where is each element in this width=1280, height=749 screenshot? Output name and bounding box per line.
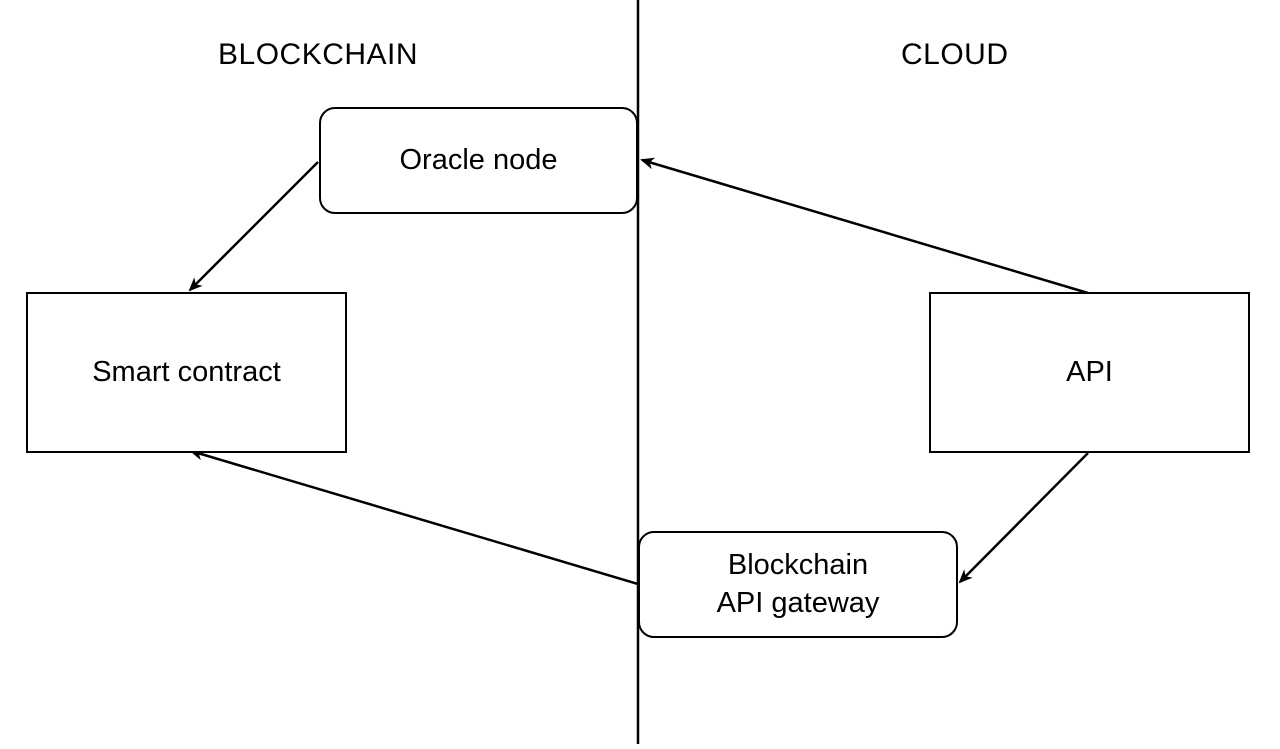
api-label: API <box>1066 355 1113 388</box>
edge-gateway-to-smart-contract <box>189 448 639 586</box>
api-box[interactable]: API <box>929 292 1250 453</box>
edge-api-to-gateway <box>958 452 1089 584</box>
edge-api-to-oracle <box>640 157 1089 295</box>
gateway-label-line2: API gateway <box>716 586 880 619</box>
edge-oracle-to-smart-contract <box>188 161 319 292</box>
smart-contract-box[interactable]: Smart contract <box>26 292 347 453</box>
oracle-node-label: Oracle node <box>399 143 558 176</box>
oracle-node-box[interactable]: Oracle node <box>319 107 638 214</box>
gateway-label-line1: Blockchain <box>727 548 869 581</box>
smart-contract-label: Smart contract <box>92 355 281 388</box>
blockchain-api-gateway-box[interactable]: Blockchain API gateway <box>638 531 958 638</box>
section-title-cloud: CLOUD <box>901 38 1009 71</box>
section-title-blockchain: BLOCKCHAIN <box>218 38 419 71</box>
